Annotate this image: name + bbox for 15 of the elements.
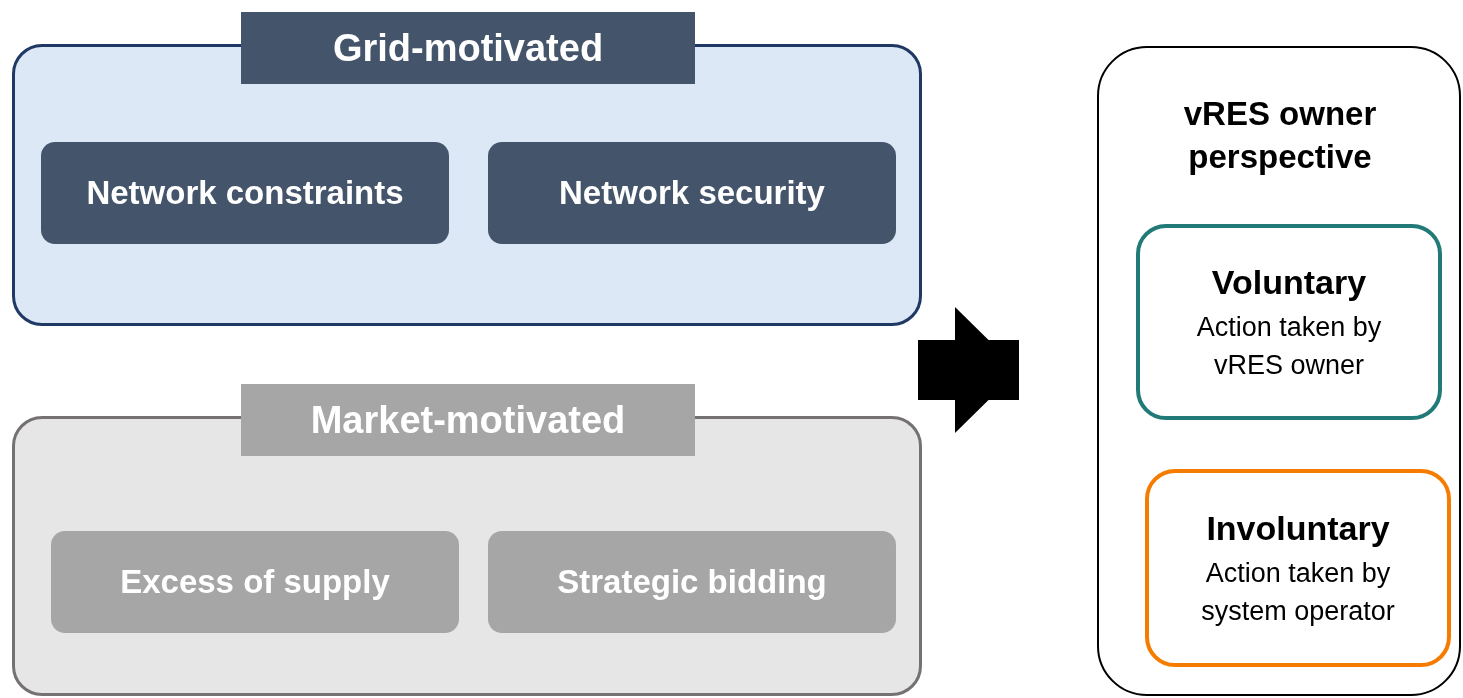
card-description: Action taken by system operator [1200,557,1396,628]
category-box: Excess of supply [51,531,459,633]
card-description: Action taken by vRES owner [1195,311,1383,382]
category-box: Network security [488,142,896,244]
panel-heading: Market-motivated [241,384,695,456]
block-arrow [918,307,1019,433]
perspective-panel [1097,46,1461,696]
category-card [1145,469,1451,667]
card-title: Involuntary [1206,508,1390,550]
category-box: Strategic bidding [488,531,896,633]
panel-heading: Grid-motivated [241,12,695,84]
category-box: Network constraints [41,142,449,244]
panel-heading: vRES owner perspective [1182,94,1378,177]
card-title: Voluntary [1211,262,1367,304]
category-card [1136,224,1442,420]
